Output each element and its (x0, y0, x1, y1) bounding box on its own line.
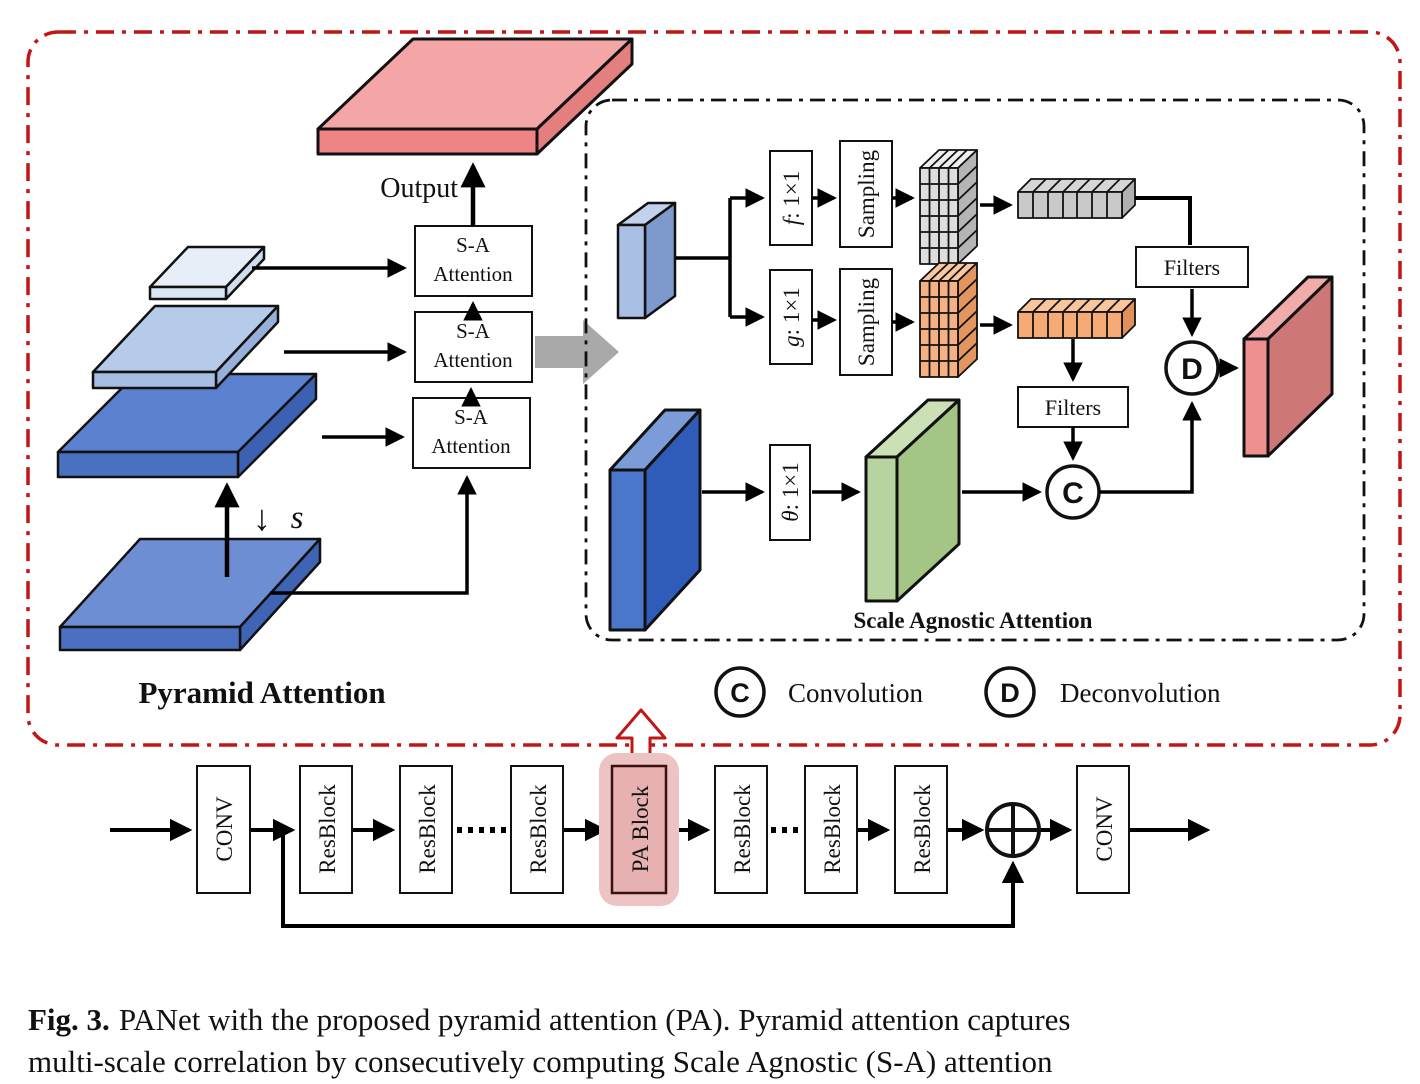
convolution-node: C (1045, 464, 1101, 520)
saa-input-slab-small (616, 201, 677, 320)
resblock-label: ResBlock (910, 784, 935, 874)
f-conv-box: f: 1×1 (769, 150, 813, 246)
resblock-label: ResBlock (526, 784, 551, 874)
feature-map-slab-3 (91, 304, 280, 390)
zoom-into-detail-arrow (535, 320, 619, 384)
sa-attention-label: Attention (433, 348, 513, 372)
filters-box-top: Filters (1135, 246, 1249, 288)
caption-text: PANet with the proposed pyramid attentio… (119, 1002, 1071, 1037)
theta-feature-slab-green (864, 398, 961, 603)
g-letter: g (779, 335, 804, 347)
resblock-box-6: ResBlock (894, 765, 948, 894)
sum-node (985, 802, 1041, 858)
resblock-box-5: ResBlock (804, 765, 858, 894)
legend-convolution: C Convolution (714, 666, 924, 718)
resblock-box-4: ResBlock (714, 765, 768, 894)
saa-output-slab-red (1242, 275, 1334, 458)
kernel-size: : 1×1 (778, 462, 803, 510)
figure-caption-line1: Fig. 3. PANet with the proposed pyramid a… (28, 1002, 1071, 1037)
conv-label: CONV (1092, 796, 1117, 862)
f-conv-label: f: 1×1 (779, 171, 804, 226)
sa-attention-box-bottom: S-A Attention (412, 397, 531, 469)
resblock-label: ResBlock (315, 784, 340, 874)
patch-grid-gray (919, 149, 978, 265)
slab-bottom-to-sa3-arrow (270, 475, 477, 595)
conv-label: CONV (212, 796, 237, 862)
g-conv-label: g: 1×1 (779, 287, 804, 347)
sa-attention-box-top: S-A Attention (414, 225, 533, 297)
sa-attention-label: Attention (431, 434, 511, 458)
legend-conv-symbol: C (730, 678, 750, 708)
deconvolution-node-label: D (1181, 353, 1203, 386)
legend-deconvolution: D Deconvolution (984, 666, 1221, 718)
skip-connection (281, 830, 1025, 928)
kernel-size: : 1×1 (779, 171, 804, 219)
conv-to-deconv-arrow (1099, 401, 1202, 494)
deconvolution-node: D (1164, 340, 1220, 396)
resblock-box-3: ResBlock (510, 765, 564, 894)
saa-input-slab-large (608, 408, 702, 632)
kernel-size: : 1×1 (779, 287, 804, 335)
filters-label: Filters (1164, 255, 1220, 280)
figure-caption-line2: multi-scale correlation by consecutively… (28, 1044, 1053, 1079)
resblock-box-2: ResBlock (399, 765, 453, 894)
sampled-bar-orange (1017, 298, 1136, 339)
pa-block-label: PA Block (628, 785, 653, 872)
legend-deconv-label: Deconvolution (1060, 678, 1221, 708)
legend-conv-label: Convolution (788, 678, 924, 708)
f-letter: f (779, 215, 804, 225)
sa-attention-label: Attention (433, 262, 513, 286)
patch-grid-orange (919, 262, 978, 378)
sa-attention-box-middle: S-A Attention (414, 311, 533, 383)
sampling-box-g: Sampling (839, 268, 893, 376)
pa-block-box: PA Block (599, 753, 679, 906)
filters-label: Filters (1045, 395, 1101, 420)
convolution-node-label: C (1062, 477, 1084, 510)
theta-letter: θ (778, 510, 803, 521)
sampling-label: Sampling (854, 149, 879, 238)
g-conv-box: g: 1×1 (769, 269, 813, 365)
sa-attention-label: S-A (456, 319, 491, 343)
resblock-label: ResBlock (820, 784, 845, 874)
pa-block-callout-arrow (615, 708, 667, 760)
downsample-arrow-glyph: ↓ (253, 498, 271, 538)
resblock-box-1: ResBlock (299, 765, 353, 894)
resblock-label: ResBlock (730, 784, 755, 874)
plus-icon (987, 804, 1039, 856)
theta-conv-label: θ: 1×1 (778, 462, 803, 521)
resblock-label: ResBlock (415, 784, 440, 874)
conv-out-box: CONV (1076, 765, 1130, 894)
pyramid-attention-frame (26, 30, 1402, 747)
scale-agnostic-attention-title: Scale Agnostic Attention (854, 608, 1093, 633)
sampling-label: Sampling (854, 277, 879, 366)
pyramid-attention-title: Pyramid Attention (138, 675, 385, 710)
output-label: Output (380, 173, 458, 204)
legend-deconv-symbol: D (1000, 678, 1020, 708)
conv-in-box: CONV (196, 765, 251, 894)
scale-factor-label: s (291, 500, 304, 536)
sampling-box-f: Sampling (839, 140, 893, 248)
bar-to-filters-line (1135, 196, 1192, 245)
figure-number: Fig. 3. (28, 1002, 110, 1037)
theta-conv-box: θ: 1×1 (769, 444, 811, 541)
filters-box-bottom: Filters (1017, 386, 1129, 428)
output-slab (316, 37, 634, 156)
sa-attention-label: S-A (456, 233, 491, 257)
feature-map-slab-top (148, 245, 266, 301)
feature-map-slab-2 (56, 372, 318, 479)
sampled-bar-gray (1017, 178, 1136, 219)
sa-attention-label: S-A (454, 405, 489, 429)
scale-agnostic-attention-frame (584, 98, 1366, 642)
